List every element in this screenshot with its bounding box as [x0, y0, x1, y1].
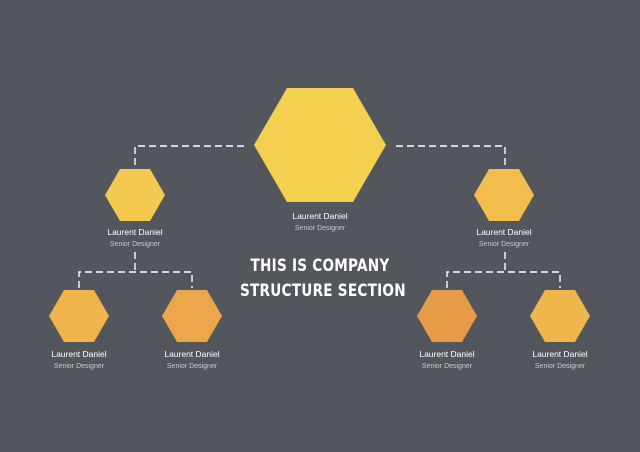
node-role: Senior Designer	[421, 363, 473, 370]
node-name: Laurent Daniel	[532, 349, 588, 359]
node-name: Laurent Daniel	[476, 227, 532, 237]
connector-right-children	[446, 252, 561, 288]
section-title: THIS IS COMPANY STRUCTURE SECTION	[240, 254, 406, 304]
node-role: Senior Designer	[166, 363, 218, 370]
node-name: Laurent Daniel	[292, 211, 348, 221]
org-node-right-hexagon	[474, 169, 534, 221]
node-name: Laurent Daniel	[107, 227, 163, 237]
node-name: Laurent Daniel	[164, 349, 220, 359]
node-role: Senior Designer	[534, 363, 586, 370]
node-name: Laurent Daniel	[419, 349, 475, 359]
node-name: Laurent Daniel	[51, 349, 107, 359]
node-role: Senior Designer	[478, 241, 530, 248]
section-title-line-1: THIS IS COMPANY	[250, 256, 390, 276]
section-title-line-2: STRUCTURE SECTION	[240, 281, 406, 301]
org-node-left-right: Laurent Daniel Senior Designer	[127, 349, 257, 370]
org-node-left-left: Laurent Daniel Senior Designer	[14, 349, 144, 370]
org-node-left-hexagon	[105, 169, 165, 221]
org-node-left: Laurent Daniel Senior Designer	[70, 227, 200, 248]
connector-root-right	[396, 145, 506, 168]
org-node-right-left: Laurent Daniel Senior Designer	[382, 349, 512, 370]
connector-root-left	[134, 145, 244, 168]
org-node-right: Laurent Daniel Senior Designer	[439, 227, 569, 248]
org-node-root-hexagon	[254, 88, 386, 202]
node-role: Senior Designer	[53, 363, 105, 370]
org-node-right-right: Laurent Daniel Senior Designer	[495, 349, 625, 370]
org-node-root: Laurent Daniel Senior Designer	[255, 211, 385, 232]
connector-left-children	[78, 252, 193, 288]
node-role: Senior Designer	[109, 241, 161, 248]
node-role: Senior Designer	[294, 225, 346, 232]
